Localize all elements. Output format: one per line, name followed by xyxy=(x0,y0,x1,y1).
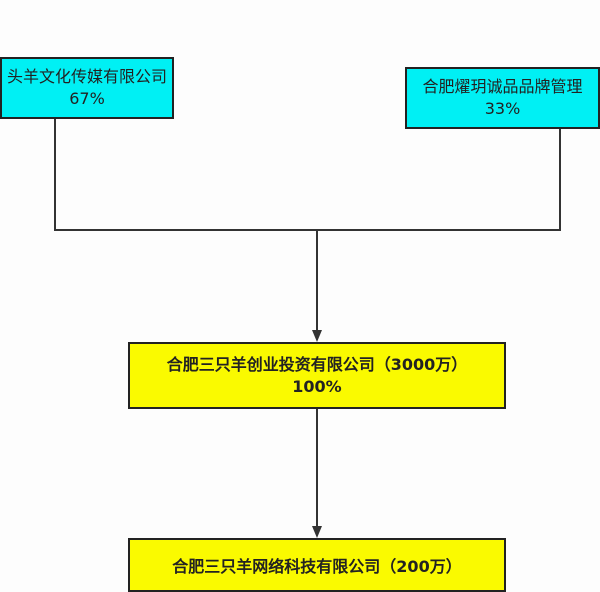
shareholder-name: 头羊文化传媒有限公司 xyxy=(6,67,167,86)
bottom-company-name: 合肥三只羊网络科技有限公司（200万） xyxy=(172,557,462,576)
middle-company-name: 合肥三只羊创业投资有限公司（3000万） xyxy=(166,355,468,374)
connector-horizontal xyxy=(54,229,561,231)
bottom-company-box: 合肥三只羊网络科技有限公司（200万） xyxy=(128,538,506,592)
connector-center-top xyxy=(316,229,318,331)
connector-right xyxy=(559,129,561,231)
connector-center-bottom xyxy=(316,409,318,527)
arrow-down-icon xyxy=(312,330,322,342)
shareholder-name: 合肥燿玥诚品品牌管理 xyxy=(422,77,583,96)
middle-company-box: 合肥三只羊创业投资有限公司（3000万） 100% xyxy=(128,342,506,409)
shareholder-share: 33% xyxy=(484,99,521,118)
shareholder-box-right: 合肥燿玥诚品品牌管理 33% xyxy=(405,67,600,129)
shareholder-box-left: 头羊文化传媒有限公司 67% xyxy=(0,57,174,119)
arrow-down-icon xyxy=(312,526,322,538)
connector-left xyxy=(54,119,56,231)
middle-company-share: 100% xyxy=(292,377,342,396)
shareholder-share: 67% xyxy=(69,89,105,108)
